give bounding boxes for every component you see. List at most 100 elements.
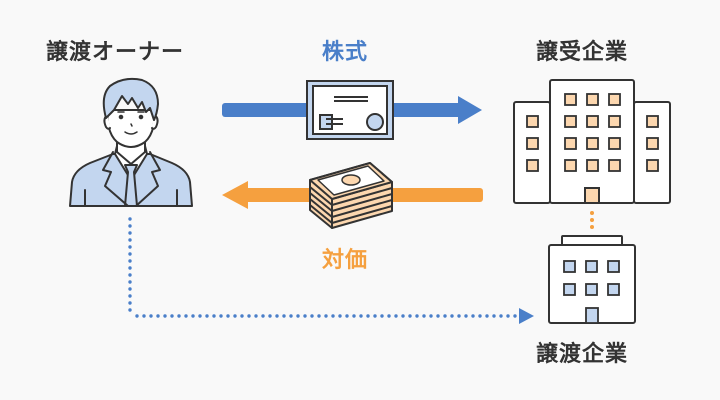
businessman-icon <box>69 77 193 207</box>
path-dot <box>268 314 272 318</box>
path-dot <box>128 245 132 249</box>
window <box>526 137 539 150</box>
path-dot <box>331 314 335 318</box>
path-dot <box>128 294 132 298</box>
window <box>646 115 659 128</box>
small-building-icon <box>548 235 636 324</box>
path-dot <box>457 314 461 318</box>
path-dot <box>275 314 279 318</box>
path-dot <box>128 252 132 256</box>
window <box>646 159 659 172</box>
path-dot <box>128 259 132 263</box>
large-building-icon <box>513 79 671 204</box>
path-dot <box>198 314 202 318</box>
path-dot <box>128 287 132 291</box>
path-dot <box>163 314 167 318</box>
path-dot <box>303 314 307 318</box>
window <box>608 93 621 106</box>
path-dot <box>149 314 153 318</box>
path-dot <box>492 314 496 318</box>
path-dot <box>359 314 363 318</box>
path-dot <box>401 314 405 318</box>
path-dot <box>128 280 132 284</box>
path-dot <box>261 314 265 318</box>
window <box>586 93 599 106</box>
window <box>586 115 599 128</box>
price-label: 対価 <box>322 248 369 273</box>
path-dot <box>478 314 482 318</box>
path-dot <box>429 314 433 318</box>
path-dot <box>408 314 412 318</box>
path-dot <box>296 314 300 318</box>
path-dot <box>128 273 132 277</box>
path-dot <box>422 314 426 318</box>
window <box>586 159 599 172</box>
window <box>646 137 659 150</box>
path-dot <box>142 314 146 318</box>
path-dot <box>387 314 391 318</box>
path-dot <box>233 314 237 318</box>
path-dot <box>128 266 132 270</box>
path-dot <box>128 308 132 312</box>
path-dot <box>254 314 258 318</box>
path-dot <box>135 314 139 318</box>
path-dot <box>170 314 174 318</box>
owner-label: 譲渡オーナー <box>46 40 185 65</box>
window <box>586 137 599 150</box>
path-dot <box>128 217 132 221</box>
target-company-label: 譲渡企業 <box>536 342 629 367</box>
window <box>564 159 577 172</box>
path-dot <box>317 314 321 318</box>
path-dot <box>415 314 419 318</box>
window <box>526 115 539 128</box>
stock-certificate-icon <box>306 80 394 140</box>
path-dot <box>247 314 251 318</box>
path-dot <box>443 314 447 318</box>
path-dot <box>184 314 188 318</box>
path-dot <box>352 314 356 318</box>
path-dot <box>345 314 349 318</box>
path-dot <box>499 314 503 318</box>
ownership-path-arrowhead <box>519 308 534 324</box>
path-dot <box>324 314 328 318</box>
path-dot <box>128 224 132 228</box>
path-dot <box>373 314 377 318</box>
path-dot <box>240 314 244 318</box>
ownership-dotted-path <box>128 217 517 318</box>
path-dot <box>464 314 468 318</box>
path-dot <box>485 314 489 318</box>
path-dot <box>436 314 440 318</box>
path-dot <box>128 301 132 305</box>
stock-label: 株式 <box>322 40 369 65</box>
path-dot <box>506 314 510 318</box>
window <box>608 115 621 128</box>
window <box>608 159 621 172</box>
path-dot <box>191 314 195 318</box>
path-dot <box>471 314 475 318</box>
window <box>564 115 577 128</box>
path-dot <box>338 314 342 318</box>
path-dot <box>212 314 216 318</box>
path-dot <box>513 314 517 318</box>
window <box>564 93 577 106</box>
window <box>608 137 621 150</box>
window <box>564 137 577 150</box>
path-dot <box>128 231 132 235</box>
path-dot <box>205 314 209 318</box>
path-dot <box>366 314 370 318</box>
path-dot <box>282 314 286 318</box>
path-dot <box>450 314 454 318</box>
path-dot <box>177 314 181 318</box>
path-dot <box>128 238 132 242</box>
path-dot <box>380 314 384 318</box>
ownership-connector <box>590 211 594 229</box>
path-dot <box>289 314 293 318</box>
buyer-company-label: 譲受企業 <box>536 40 629 65</box>
path-dot <box>310 314 314 318</box>
path-dot <box>226 314 230 318</box>
money-stack-icon <box>309 162 393 229</box>
path-dot <box>156 314 160 318</box>
path-dot <box>219 314 223 318</box>
path-dot <box>394 314 398 318</box>
